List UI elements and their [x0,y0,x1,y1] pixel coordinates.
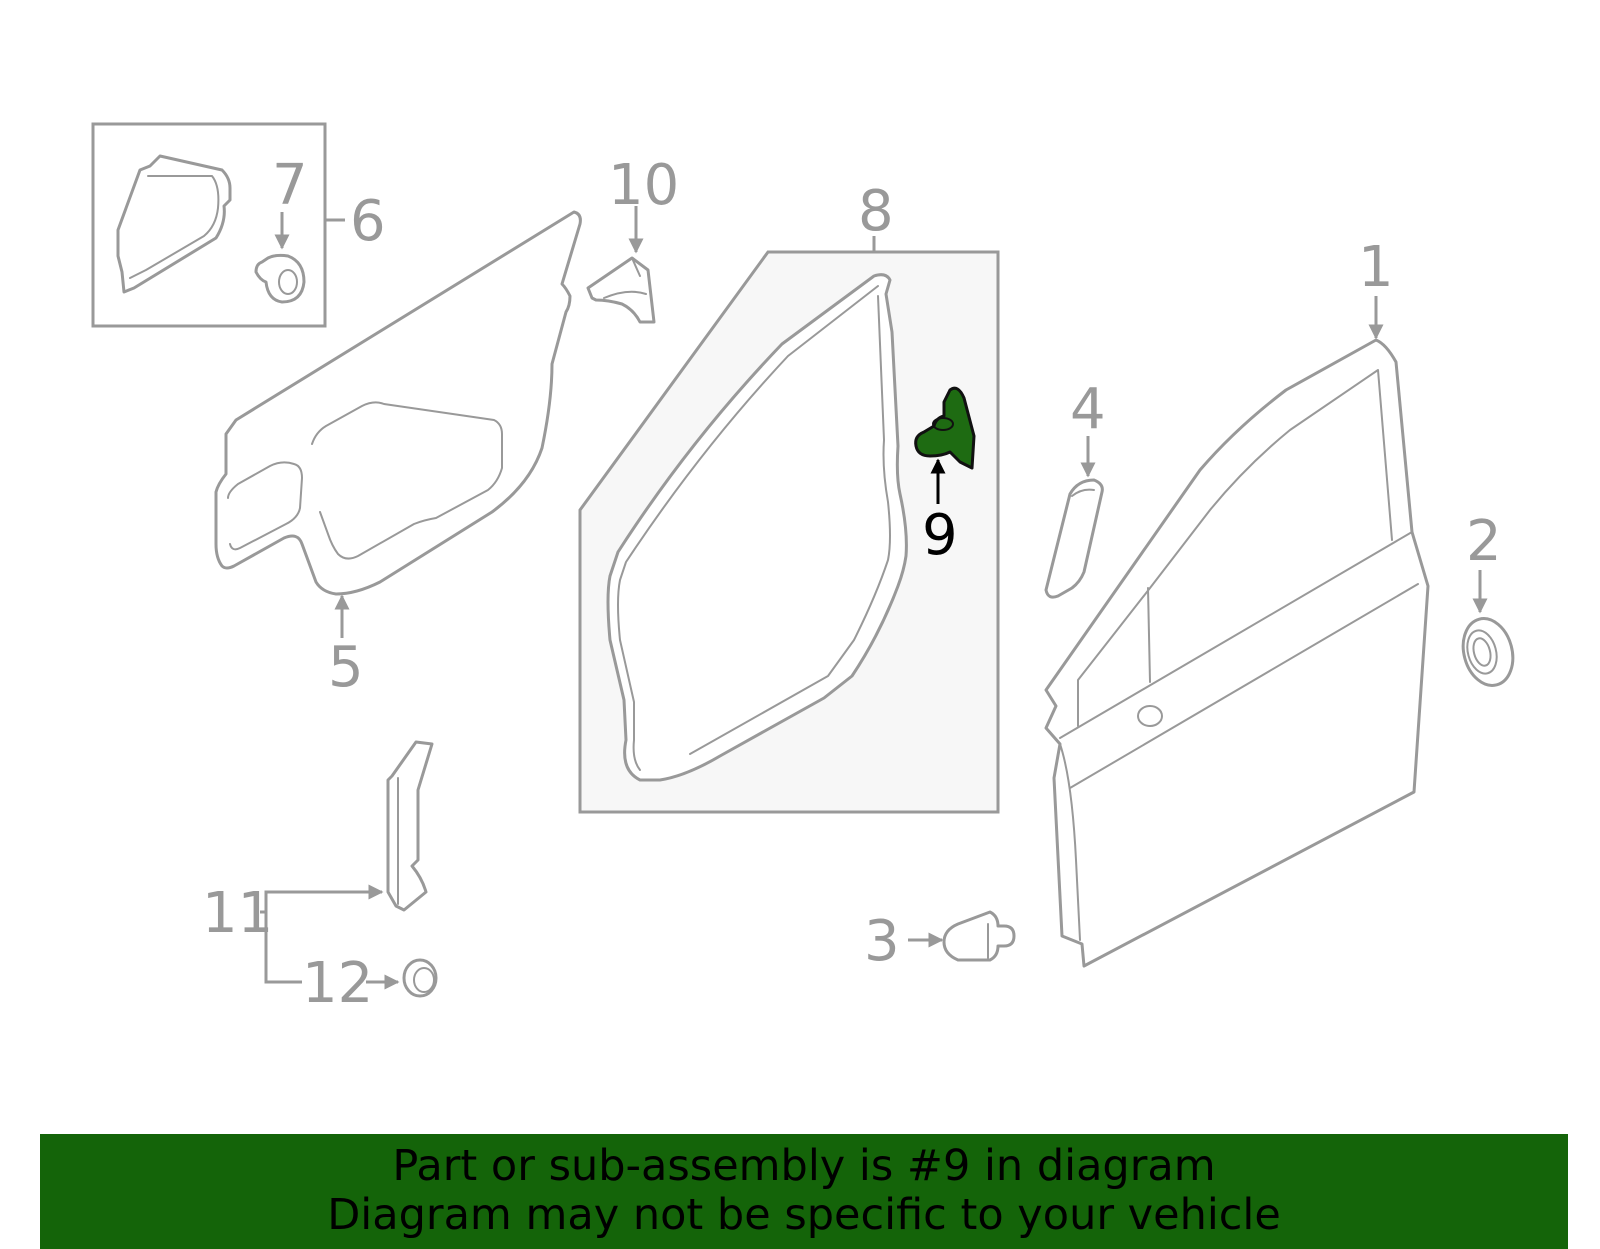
part-8-weatherstrip-group[interactable] [578,236,1000,814]
callout-9: 9 [922,503,958,568]
part-4-seal[interactable] [1044,436,1104,599]
callout-6: 6 [350,189,386,254]
banner-line-1: Part or sub-assembly is #9 in diagram [392,1141,1216,1191]
part-7-clip[interactable] [254,212,306,304]
callout-3: 3 [864,909,900,974]
part-12-clip[interactable] [366,958,438,998]
callout-7: 7 [272,153,308,218]
part-10-bracket[interactable] [586,206,656,324]
callout-2: 2 [1466,509,1502,574]
part-6-bracket[interactable] [116,154,232,294]
callout-1: 1 [1358,235,1394,300]
callout-11: 11 [202,881,273,946]
callout-8: 8 [858,179,894,244]
part-1-door-shell[interactable] [1044,296,1430,968]
banner-line-2: Diagram may not be specific to your vehi… [327,1190,1281,1240]
part-11-bracket[interactable] [260,740,434,984]
callout-4: 4 [1070,377,1106,442]
part-3-bumper[interactable] [908,910,1016,962]
part-5-insulator-panel[interactable] [214,210,582,638]
callout-12: 12 [302,951,373,1016]
callout-5: 5 [328,635,364,700]
callout-10: 10 [608,153,679,218]
part-9-highlighted[interactable] [914,386,976,504]
part-2-grommet[interactable] [1456,570,1520,691]
info-banner: Part or sub-assembly is #9 in diagram Di… [40,1134,1568,1249]
